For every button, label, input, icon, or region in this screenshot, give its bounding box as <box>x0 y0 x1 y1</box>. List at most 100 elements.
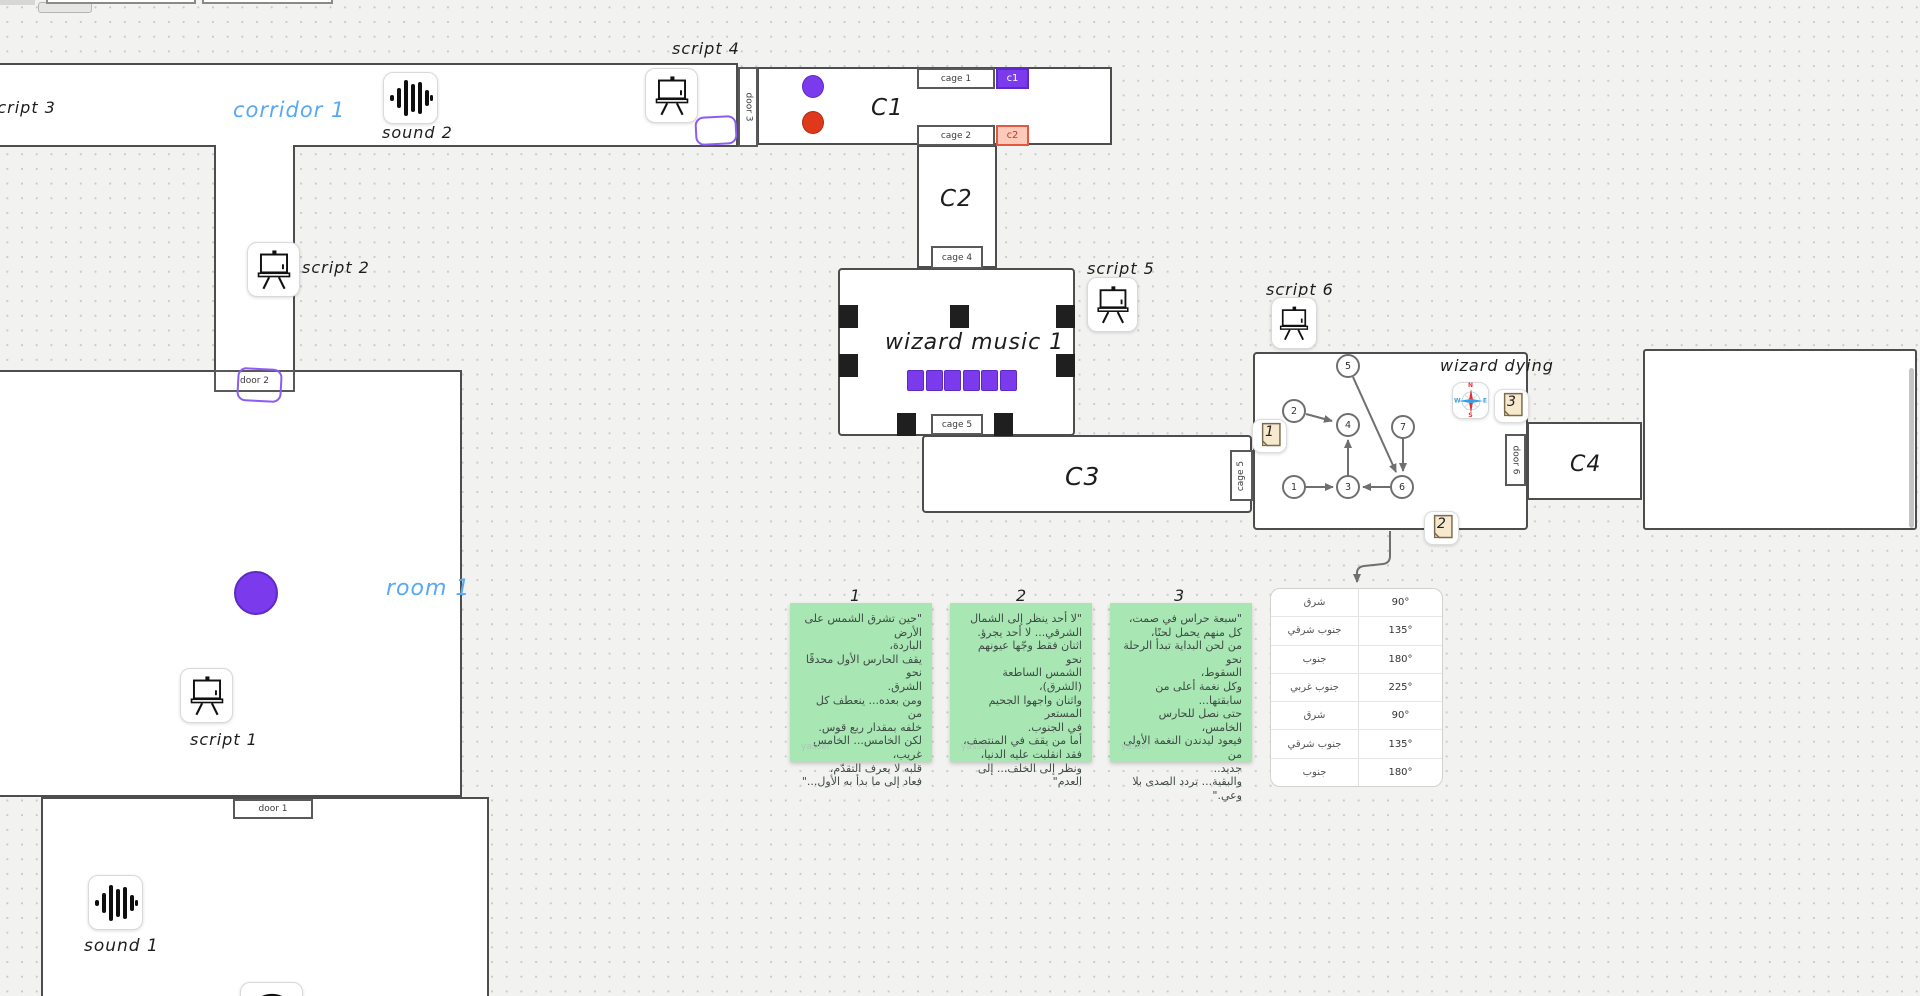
sound-1-label[interactable]: sound 1 <box>84 936 159 956</box>
c3-room-label[interactable]: C3 <box>1065 462 1101 491</box>
door-3[interactable]: door 3 <box>738 67 758 147</box>
compass-icon[interactable]: N S W E <box>1452 382 1489 419</box>
sound-1-icon[interactable] <box>88 875 143 930</box>
room-1[interactable] <box>0 370 462 797</box>
cage-4-gate[interactable]: cage 4 <box>931 246 983 269</box>
purple-square[interactable] <box>999 370 1017 391</box>
corridor-1-label[interactable]: corridor 1 <box>233 98 346 122</box>
room-wizard-music-1[interactable] <box>838 268 1075 436</box>
script-4-icon[interactable] <box>645 68 698 123</box>
door-2-highlight-scribble[interactable] <box>236 366 283 404</box>
note-icon-1[interactable]: 1 <box>1252 419 1287 453</box>
c2-room-label[interactable]: C2 <box>940 186 973 212</box>
purple-circle-c1[interactable] <box>802 75 824 98</box>
note-icon-3-digit: 3 <box>1507 394 1516 410</box>
degrees-cell: 180° <box>1358 758 1442 786</box>
sound-2-label[interactable]: sound 2 <box>382 123 453 142</box>
room-corridor-1[interactable] <box>0 63 738 147</box>
canvas-edge-shape <box>46 0 196 4</box>
graph-node-1[interactable]: 1 <box>1282 475 1306 499</box>
sound-2-icon[interactable] <box>383 72 438 124</box>
speaker-block[interactable] <box>839 354 858 377</box>
graph-node-7[interactable]: 7 <box>1391 415 1415 439</box>
cage-1-gate[interactable]: cage 1 <box>917 68 995 89</box>
corridor-highlight-scribble[interactable] <box>694 114 738 147</box>
cage-c2-marker[interactable]: c2 <box>996 125 1029 146</box>
c1-room-label[interactable]: C1 <box>871 95 904 121</box>
purple-square[interactable] <box>925 370 943 391</box>
note-line: لكن الخامس... الخامس غريب، <box>813 734 922 761</box>
compass-w: W <box>1454 397 1461 404</box>
room-empty-right[interactable] <box>1643 349 1917 530</box>
waveform-icon <box>389 80 433 116</box>
room-c4[interactable] <box>1527 422 1642 500</box>
room-wizard-dying[interactable] <box>1253 352 1528 530</box>
script-4-label[interactable]: script 4 <box>672 39 740 58</box>
script-1-icon[interactable] <box>180 668 233 723</box>
purple-circle-room1[interactable] <box>234 571 278 615</box>
purple-square[interactable] <box>944 370 961 391</box>
purple-square[interactable] <box>962 370 980 391</box>
graph-node-4[interactable]: 4 <box>1336 413 1360 437</box>
graph-node-2[interactable]: 2 <box>1282 399 1306 423</box>
note-icon-2[interactable]: 2 <box>1424 511 1459 545</box>
direction-cell: شرق <box>1303 597 1326 609</box>
speaker-block[interactable] <box>839 305 858 328</box>
note-line: الشرقي... لا أحد يجرؤ. <box>977 625 1082 639</box>
script-2-label[interactable]: script 2 <box>302 258 370 277</box>
scrollbar[interactable] <box>1909 368 1914 528</box>
speaker-block[interactable] <box>994 413 1013 436</box>
graph-node-6[interactable]: 6 <box>1390 475 1414 499</box>
cage-5-gate[interactable]: cage 5 <box>931 414 983 435</box>
sticky-note-2[interactable]: "لا أحد ينظر إلى الشمال الشرقي... لا أحد… <box>950 603 1092 788</box>
script-1-label[interactable]: script 1 <box>190 730 258 749</box>
note-line: جديد.. <box>1213 761 1242 775</box>
script-2-icon[interactable] <box>247 242 300 297</box>
room-1-label[interactable]: room 1 <box>386 576 471 601</box>
cage-2-label: cage 2 <box>940 130 972 141</box>
sticky-note-3[interactable]: "سبعة حراس في صمت، كل منهم يحمل لحنًا، م… <box>1110 603 1252 802</box>
door-2[interactable]: door 2 <box>214 370 295 392</box>
sticky-note-1[interactable]: "حين تشرق الشمس على الأرض الباردة، يقف ا… <box>790 603 932 788</box>
speaker-arcs-icon[interactable] <box>240 982 303 996</box>
speaker-block[interactable] <box>897 413 916 436</box>
cage-5-vertical-gate[interactable]: cage 5 <box>1230 450 1253 501</box>
script-3-label[interactable]: script 3 <box>0 98 56 117</box>
red-circle-c1[interactable] <box>802 111 824 134</box>
door-1[interactable]: door 1 <box>233 799 313 819</box>
canvas-edge-shape <box>202 0 333 4</box>
graph-node-3[interactable]: 3 <box>1336 475 1360 499</box>
script-5-icon[interactable] <box>1087 277 1138 332</box>
sticky-note-1-number[interactable]: 1 <box>850 586 861 605</box>
speaker-block[interactable] <box>1056 305 1075 328</box>
script-6-icon[interactable] <box>1271 297 1317 349</box>
sticky-note-3-number[interactable]: 3 <box>1174 586 1185 605</box>
purple-squares-row[interactable] <box>907 370 1017 391</box>
speaker-block[interactable] <box>950 305 969 328</box>
room-c3[interactable] <box>922 435 1252 513</box>
script-5-label[interactable]: script 5 <box>1087 259 1155 278</box>
cage-c1-marker[interactable]: c1 <box>996 68 1029 89</box>
speaker-block[interactable] <box>1056 354 1075 377</box>
note-icon-3[interactable]: 3 <box>1494 389 1529 423</box>
cage-2-gate[interactable]: cage 2 <box>917 125 995 146</box>
wizard-dying-label[interactable]: wizard dying <box>1440 356 1554 375</box>
purple-square[interactable] <box>907 370 924 391</box>
degrees-cell: 180° <box>1358 645 1442 673</box>
c4-room-label[interactable]: C4 <box>1570 452 1602 477</box>
wizard-music-1-label[interactable]: wizard music 1 <box>885 330 1065 355</box>
script-6-label[interactable]: script 6 <box>1266 280 1334 299</box>
purple-square[interactable] <box>981 370 998 391</box>
graph-node-5[interactable]: 5 <box>1336 354 1360 378</box>
sticky-note-2-number[interactable]: 2 <box>1016 586 1027 605</box>
door-6[interactable]: door 6 <box>1505 434 1526 486</box>
